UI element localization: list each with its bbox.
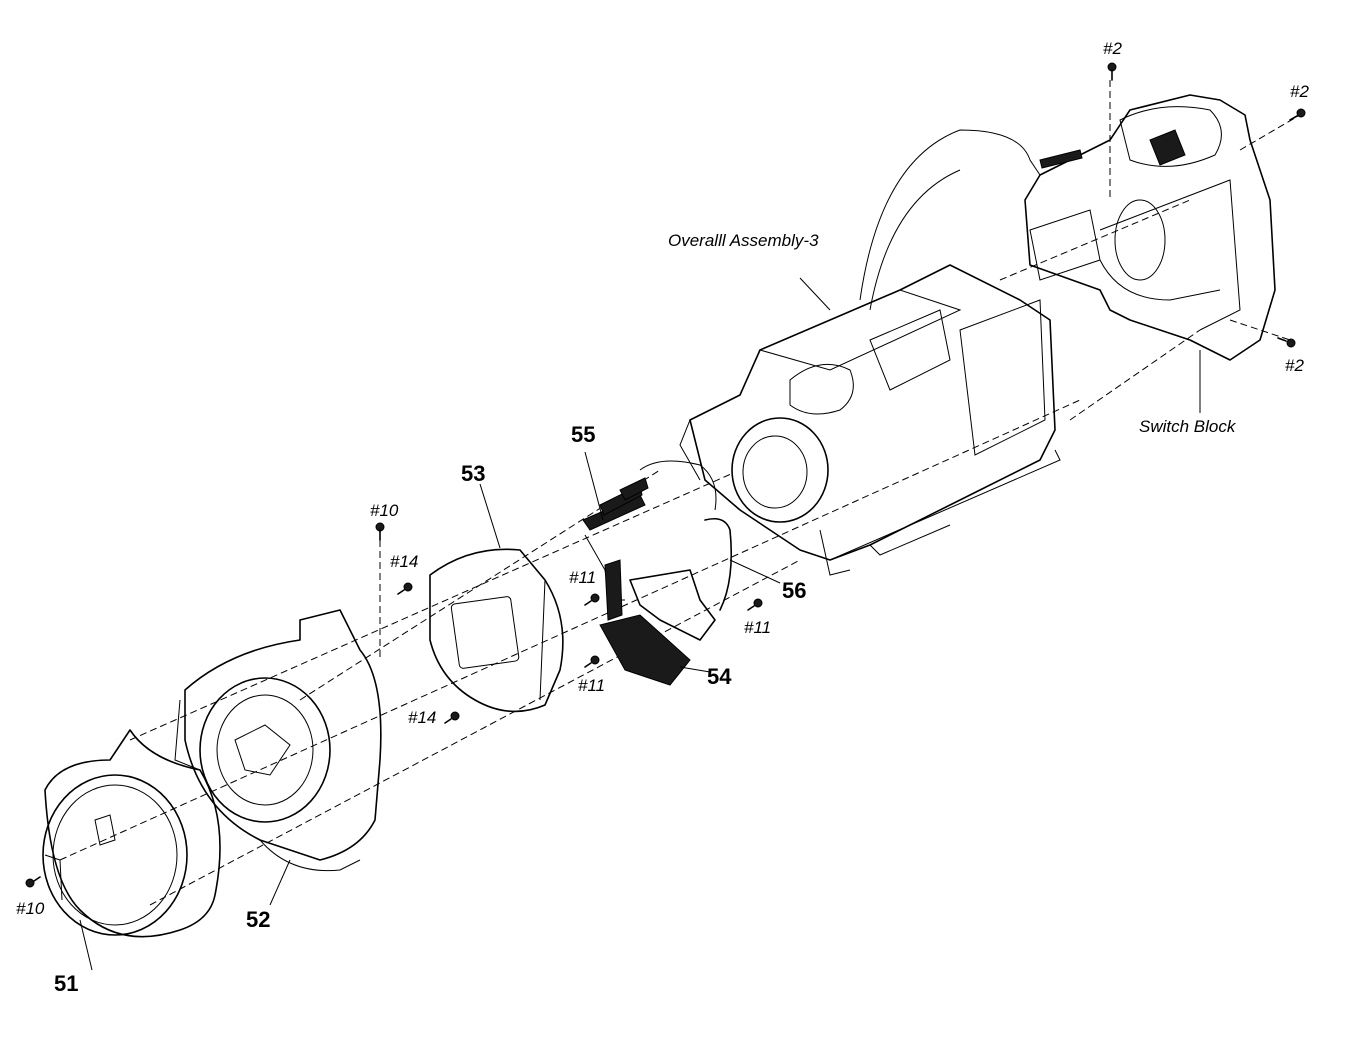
screw-2-right-label: #2 <box>1285 356 1304 375</box>
screw-2-top-label: #2 <box>1103 39 1122 58</box>
part-56-flex-cable <box>629 460 733 641</box>
part-55-label: 55 <box>571 422 596 447</box>
switch-block-label: Switch Block <box>1139 417 1236 436</box>
screw-14-bottom-label: #14 <box>408 708 437 727</box>
screw-2-right-top-label: #2 <box>1290 82 1309 101</box>
part-52-label: 52 <box>246 907 271 932</box>
part-56-label: 56 <box>782 578 807 603</box>
screw-14-top-label: #14 <box>390 552 419 571</box>
switch-block-assembly <box>1024 94 1276 361</box>
screw-icon <box>397 582 413 595</box>
screw-10-left-label: #10 <box>16 899 45 918</box>
overall-assembly-body <box>679 129 1061 576</box>
part-52-front-cabinet <box>174 609 382 872</box>
screw-11-bottom-label: #11 <box>578 676 606 695</box>
screw-11-right-label: #11 <box>744 618 772 637</box>
screw-icon <box>1277 337 1296 348</box>
leader-lines <box>79 277 1201 971</box>
part-54-label: 54 <box>707 664 732 689</box>
screw-icon <box>584 593 600 606</box>
part-55-flex-strip <box>582 477 649 621</box>
part-54-sheet <box>599 614 691 686</box>
screw-icon <box>25 876 41 888</box>
screw-11-top-label: #11 <box>569 568 597 587</box>
screw-icon <box>1107 62 1117 81</box>
part-53-label: 53 <box>461 461 486 486</box>
screw-icon <box>584 655 600 668</box>
screw-icons <box>25 62 1306 888</box>
part-53-lens-bracket <box>429 548 564 713</box>
screw-icon <box>444 711 460 724</box>
part-51-lens-ring <box>42 729 221 938</box>
screw-icon <box>1289 108 1306 121</box>
screw-icon <box>747 598 763 611</box>
overall-assembly-label: Overalll Assembly-3 <box>668 231 819 250</box>
part-51-label: 51 <box>54 971 79 996</box>
screw-icon <box>375 522 385 541</box>
assembly-guide-lines <box>59 80 1301 906</box>
screw-10-top-label: #10 <box>370 501 399 520</box>
